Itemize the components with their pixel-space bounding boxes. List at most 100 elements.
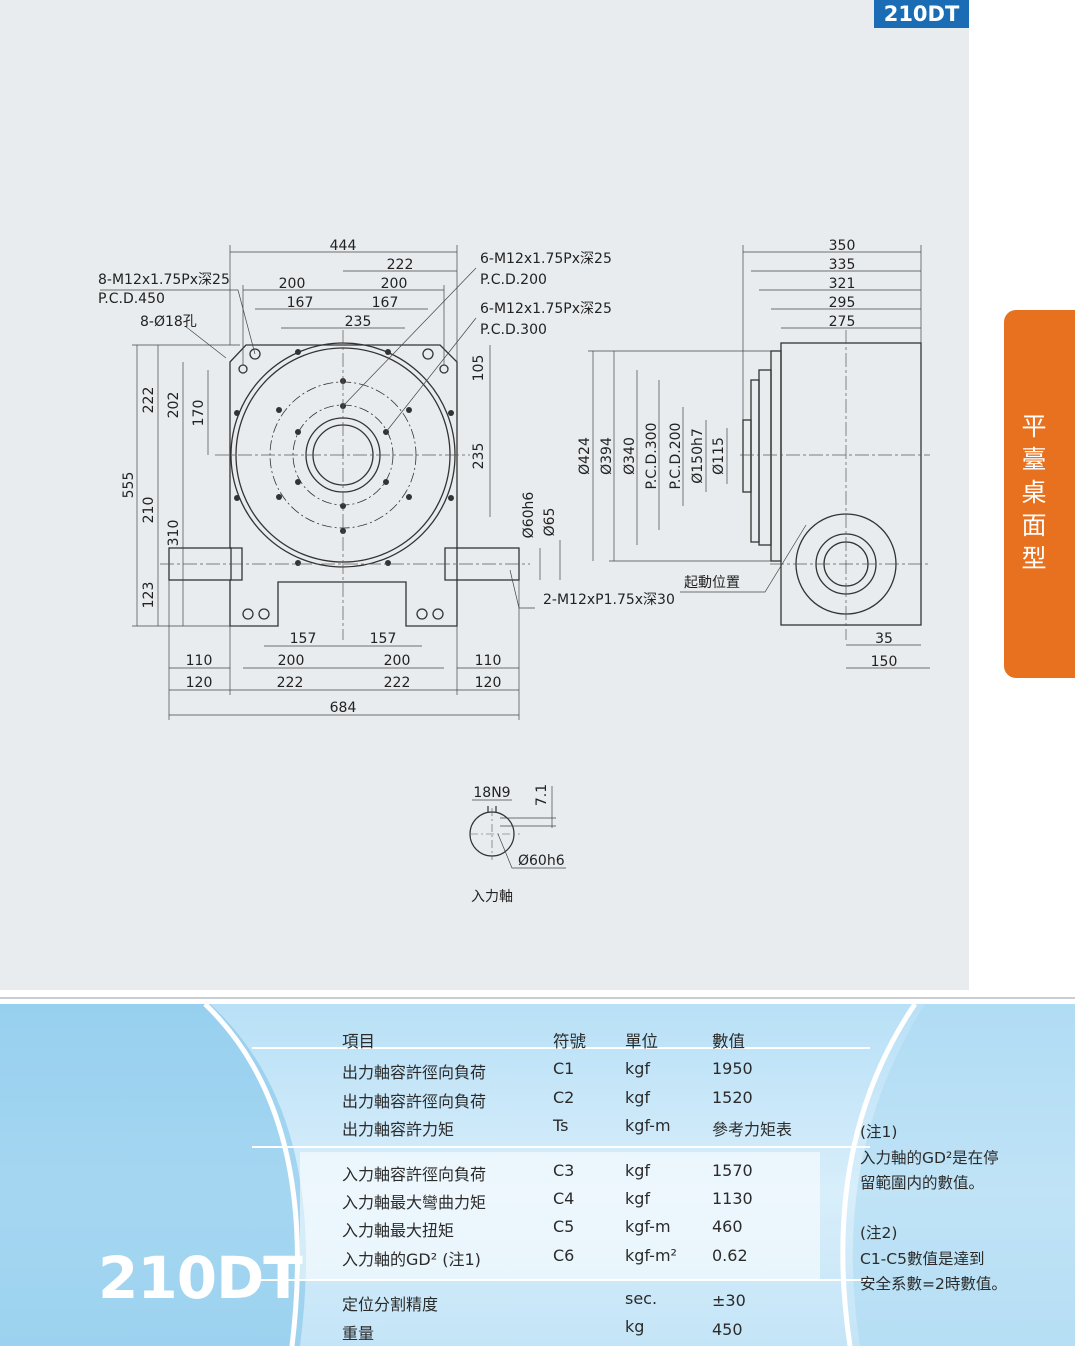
dim-200-left: 200 [279, 276, 306, 292]
dim-335: 335 [829, 257, 856, 273]
row-accuracy-value: ±30 [712, 1291, 746, 1310]
dim-235-v: 235 [471, 443, 487, 470]
row-c6-value: 0.62 [712, 1246, 748, 1265]
dim-dia-424: Ø424 [577, 437, 593, 475]
row-ts-unit: kgf-m [625, 1116, 671, 1135]
dim-shaft-65: Ø65 [542, 508, 558, 537]
dim-444: 444 [330, 238, 357, 254]
dim-235: 235 [345, 314, 372, 330]
row-weight-value: 450 [712, 1320, 743, 1339]
dim-170-v: 170 [191, 400, 207, 427]
dim-275: 275 [829, 314, 856, 330]
row-c2-value: 1520 [712, 1088, 753, 1107]
side-tab-char: 型 [1021, 544, 1047, 573]
dim-200-b-left: 200 [278, 653, 305, 669]
dim-555: 555 [121, 472, 137, 499]
row-accuracy-item: 定位分割精度 [342, 1295, 439, 1314]
dim-222-b-left: 222 [277, 675, 304, 691]
row-c4-symbol: C4 [553, 1189, 575, 1208]
dim-321: 321 [829, 276, 856, 292]
callout-top-holes-a: 6-M12x1.75Px深25 [480, 251, 612, 267]
dim-222: 222 [387, 257, 414, 273]
dim-210-v: 210 [141, 497, 157, 524]
row-c1-unit: kgf [625, 1059, 651, 1078]
row-c1-item: 出力軸容許徑向負荷 [342, 1063, 487, 1082]
dim-35: 35 [875, 631, 893, 647]
row-c2-item: 出力軸容許徑向負荷 [342, 1092, 487, 1111]
callout-shaft-tap: 2-M12xP1.75x深30 [543, 592, 675, 608]
callout-left-bolt: 8-Ø18孔 [140, 314, 197, 330]
panel-model-label: 210DT [98, 1244, 303, 1312]
dim-120-right: 120 [475, 675, 502, 691]
dim-key-depth: 7.1 [534, 784, 550, 806]
row-c6-unit: kgf-m² [625, 1246, 677, 1265]
panel-background [0, 1004, 1075, 1346]
side-tab-char: 面 [1021, 511, 1047, 540]
side-tab-char: 桌 [1021, 478, 1047, 507]
dim-167-right: 167 [372, 295, 399, 311]
callout-left-holes: 8-M12x1.75Px深25 [98, 272, 230, 288]
note2-title: (注2) [860, 1224, 898, 1242]
row-c2-symbol: C2 [553, 1088, 575, 1107]
dim-310-v: 310 [166, 520, 182, 547]
header-unit: 單位 [625, 1032, 658, 1051]
dim-222-b-right: 222 [384, 675, 411, 691]
drawing-area: 444 222 200 200 167 167 235 8-M12x1.75Px… [0, 0, 969, 990]
row-c1-value: 1950 [712, 1059, 753, 1078]
row-ts-symbol: Ts [553, 1116, 569, 1135]
dim-157-left: 157 [290, 631, 317, 647]
dim-350: 350 [829, 238, 856, 254]
dim-123-v: 123 [141, 582, 157, 609]
row-c3-item: 入力軸容許徑向負荷 [342, 1165, 487, 1184]
side-tab: 平臺桌面型 [1004, 310, 1075, 678]
row-c2-unit: kgf [625, 1088, 651, 1107]
dim-input-dia: Ø60h6 [518, 853, 565, 869]
callout-top-pcd-a: P.C.D.200 [480, 272, 547, 288]
dim-167-left: 167 [287, 295, 314, 311]
row-c4-unit: kgf [625, 1189, 651, 1208]
side-tab-char: 臺 [1021, 445, 1047, 474]
callout-left-pcd: P.C.D.450 [98, 291, 165, 307]
callout-top-holes-b: 6-M12x1.75Px深25 [480, 301, 612, 317]
row-c6-item: 入力軸的GD² (注1) [342, 1250, 481, 1269]
row-c5-value: 460 [712, 1217, 743, 1236]
dim-202-v: 202 [166, 392, 182, 419]
side-tab-char: 平 [1021, 412, 1047, 441]
note2-line1: C1-C5數值是達到 [860, 1250, 985, 1268]
dim-dia-150h7: Ø150h7 [690, 428, 706, 484]
dim-684: 684 [330, 700, 357, 716]
row-weight-item: 重量 [342, 1324, 375, 1343]
row-c4-item: 入力軸最大彎曲力矩 [342, 1193, 487, 1212]
row-weight-unit: kg [625, 1317, 645, 1336]
side-tab-label: 平臺桌面型 [1004, 410, 1064, 575]
note1-title: (注1) [860, 1123, 898, 1141]
header-item: 項目 [342, 1032, 375, 1051]
dim-dia-115: Ø115 [711, 437, 727, 475]
dim-110-right: 110 [475, 653, 502, 669]
technical-drawing: 444 222 200 200 167 167 235 8-M12x1.75Px… [98, 238, 930, 905]
header-symbol: 符號 [553, 1032, 586, 1051]
dim-110-left: 110 [186, 653, 213, 669]
row-c3-symbol: C3 [553, 1161, 575, 1180]
header-value: 數值 [712, 1032, 745, 1051]
note1-line2: 留範圍内的數值。 [860, 1174, 985, 1192]
row-c1-symbol: C1 [553, 1059, 575, 1078]
row-c4-value: 1130 [712, 1189, 753, 1208]
dim-157-right: 157 [370, 631, 397, 647]
dim-pcd-200: P.C.D.200 [668, 423, 684, 490]
row-c3-value: 1570 [712, 1161, 753, 1180]
dim-shaft-60: Ø60h6 [521, 492, 537, 539]
label-start-position: 起動位置 [684, 575, 740, 591]
dim-dia-340: Ø340 [622, 437, 638, 475]
section-divider [0, 997, 1075, 999]
dim-222-v: 222 [141, 387, 157, 414]
model-tag: 210DT [874, 0, 969, 28]
dim-150: 150 [871, 654, 898, 670]
row-accuracy-unit: sec. [625, 1289, 658, 1308]
dim-295: 295 [829, 295, 856, 311]
dim-200-right: 200 [381, 276, 408, 292]
note1-line1: 入力軸的GD²是在停 [860, 1149, 999, 1167]
row-c5-item: 入力軸最大扭矩 [342, 1221, 455, 1240]
dim-200-b-right: 200 [384, 653, 411, 669]
row-c5-unit: kgf-m [625, 1217, 671, 1236]
